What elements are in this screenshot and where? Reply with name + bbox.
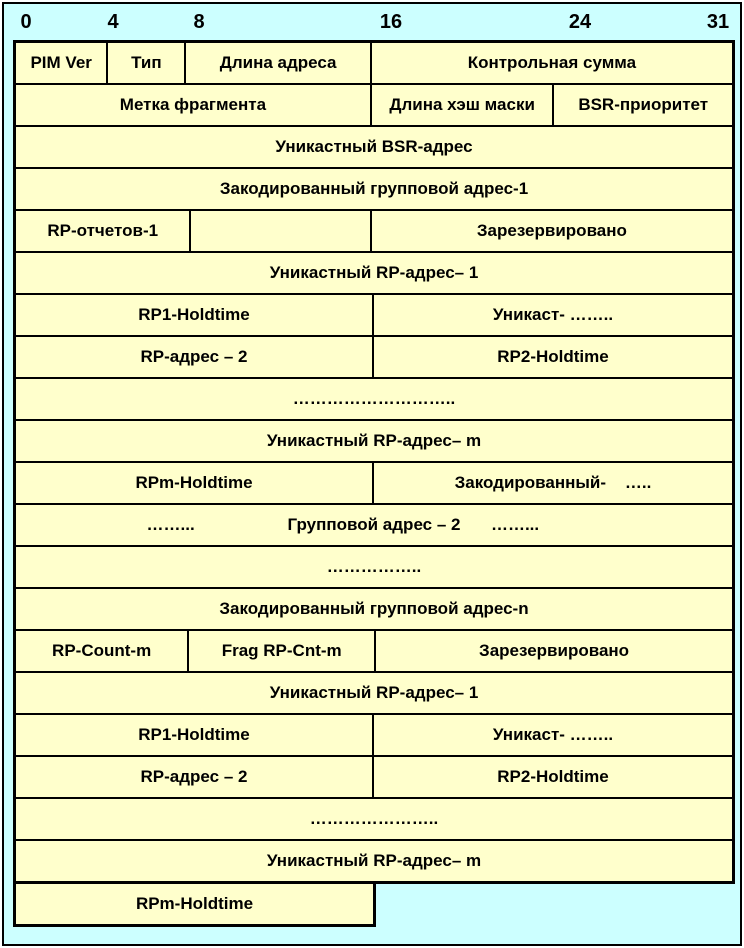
bit-ruler-tick-8: 8 xyxy=(193,11,205,33)
field-reserved: Зарезервировано xyxy=(376,631,732,671)
field-rp-count-1: RP-отчетов-1 xyxy=(16,211,192,251)
field-empty xyxy=(191,211,372,251)
table-row: Уникастный RP-адрес– m xyxy=(16,841,732,881)
field-unicast-bsr-address: Уникастный BSR-адрес xyxy=(16,127,732,167)
field-rp1-holdtime: RP1-Holdtime xyxy=(16,715,374,755)
table-row: Уникастный RP-адрес– 1 xyxy=(16,673,732,715)
field-group-address-2-center: Групповой адрес – 2 xyxy=(287,515,461,534)
field-frag-rp-cnt-m: Frag RP-Cnt-m xyxy=(189,631,377,671)
field-ellipsis-row: ……………………….. xyxy=(16,379,732,419)
field-address-length: Длина адреса xyxy=(186,43,372,83)
field-rpm-holdtime: RPm-Holdtime xyxy=(13,884,376,927)
field-rp-address-2: RP-адрес – 2 xyxy=(16,337,374,377)
table-row: ……………………….. xyxy=(16,379,732,421)
field-encoded-group-address-1: Закодированный групповой адрес-1 xyxy=(16,169,732,209)
table-row: Уникастный RP-адрес– 1 xyxy=(16,253,732,295)
field-unicast-rp-address-1: Уникастный RP-адрес– 1 xyxy=(16,673,732,713)
field-rp2-holdtime: RP2-Holdtime xyxy=(374,337,732,377)
table-row: Уникастный RP-адрес– m xyxy=(16,421,732,463)
field-unicast-rp-address-m: Уникастный RP-адрес– m xyxy=(16,841,732,881)
field-group-address-2-right: ……... xyxy=(490,515,540,534)
field-unicast-rp-address-1: Уникастный RP-адрес– 1 xyxy=(16,253,732,293)
table-row: Закодированный групповой адрес-1 xyxy=(16,169,732,211)
field-rp-address-2: RP-адрес – 2 xyxy=(16,757,374,797)
bit-ruler-tick-4: 4 xyxy=(107,11,119,33)
field-type: Тип xyxy=(108,43,187,83)
table-row: Закодированный групповой адрес-n xyxy=(16,589,732,631)
field-unicast-ellipsis: Уникаст- …….. xyxy=(374,715,732,755)
field-unicast-rp-address-m: Уникастный RP-адрес– m xyxy=(16,421,732,461)
bit-ruler: 0 4 8 16 24 31 xyxy=(4,4,740,40)
field-rp-count-m: RP-Count-m xyxy=(16,631,190,671)
field-bsr-priority: BSR-приоритет xyxy=(554,85,732,125)
field-group-address-2-left: ……... xyxy=(146,515,195,534)
field-rp2-holdtime: RP2-Holdtime xyxy=(374,757,732,797)
bit-ruler-tick-31: 31 xyxy=(706,11,730,33)
field-checksum: Контрольная сумма xyxy=(371,43,732,83)
field-reserved: Зарезервировано xyxy=(371,211,732,251)
table-row: RP-отчетов-1 Зарезервировано xyxy=(16,211,732,253)
field-pim-ver: PIM Ver xyxy=(16,43,109,83)
field-ellipsis-row: …………….. xyxy=(16,547,732,587)
field-unicast-ellipsis: Уникаст- …….. xyxy=(374,295,732,335)
field-ellipsis-row: ………………….. xyxy=(16,799,732,839)
field-encoded-group-address-n: Закодированный групповой адрес-n xyxy=(16,589,732,629)
field-group-address-2: ……... Групповой адрес – 2 ……... xyxy=(16,505,732,545)
table-row: ……... Групповой адрес – 2 ……... xyxy=(16,505,732,547)
bit-ruler-tick-16: 16 xyxy=(379,11,403,33)
field-rp1-holdtime: RP1-Holdtime xyxy=(16,295,374,335)
field-encoded-ellipsis: Закодированный- ….. xyxy=(374,463,732,503)
bit-ruler-tick-24: 24 xyxy=(568,11,592,33)
table-row: …………….. xyxy=(16,547,732,589)
field-rpm-holdtime: RPm-Holdtime xyxy=(16,463,374,503)
table-row: Уникастный BSR-адрес xyxy=(16,127,732,169)
bit-ruler-tick-0: 0 xyxy=(20,11,32,33)
field-fragment-tag: Метка фрагмента xyxy=(16,85,372,125)
table-row: ………………….. xyxy=(16,799,732,841)
field-hash-mask-length: Длина хэш маски xyxy=(371,85,555,125)
